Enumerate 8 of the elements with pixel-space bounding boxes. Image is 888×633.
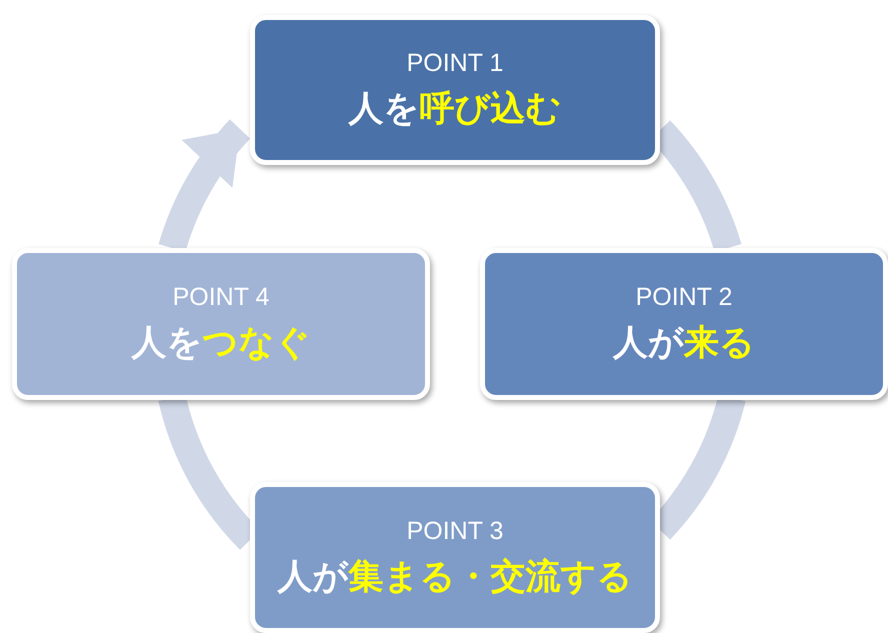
point-title: 人を呼び込む: [348, 88, 562, 130]
point-number: POINT 4: [172, 282, 270, 313]
point-number: POINT 1: [406, 48, 504, 79]
point-title: 人をつなぐ: [132, 322, 310, 364]
point-title: 人が来る: [613, 322, 755, 364]
point-title: 人が集まる・交流する: [278, 556, 632, 598]
point-number: POINT 3: [406, 516, 504, 546]
point-number: POINT 2: [636, 282, 732, 313]
